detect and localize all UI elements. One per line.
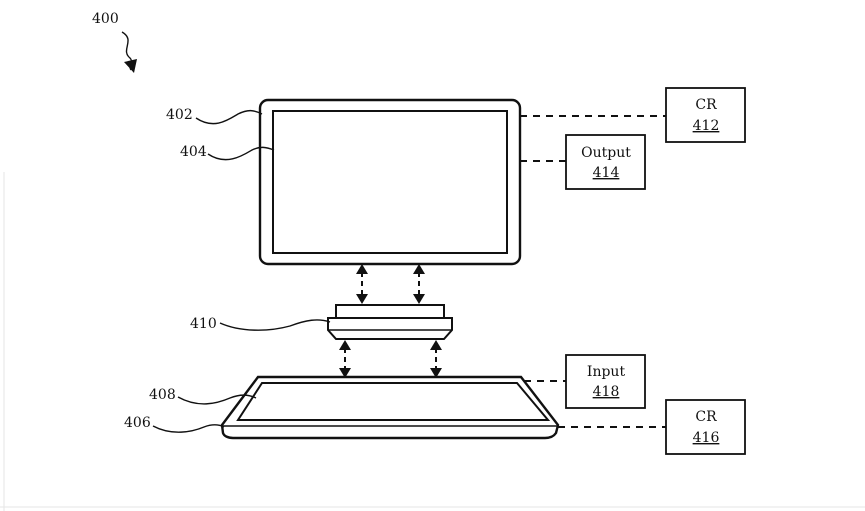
arrow-connector-base-right [430,340,442,378]
leader-404 [207,146,275,161]
box-cr-416-ref: 416 [693,430,720,446]
label-402: 402 [166,107,193,123]
arrow-connector-base-left [339,340,351,378]
box-cr-416-title: CR [695,409,717,425]
label-406: 406 [124,415,151,431]
box-output-414-title: Output [581,145,631,161]
connector-device [327,304,453,340]
box-cr-412 [665,87,746,143]
box-input-418-ref: 418 [593,384,620,400]
box-input-418 [565,354,646,409]
box-output-414-ref: 414 [593,165,620,181]
monitor-screen [272,110,508,254]
arrow-monitor-connector-left [356,264,368,304]
box-input-418-title: Input [587,364,626,380]
box-cr-412-ref: 412 [693,118,720,134]
leader-410 [219,319,331,331]
arrow-monitor-connector-right [413,264,425,304]
box-cr-416 [665,399,746,455]
figure-number-arrowhead [124,59,137,73]
label-408: 408 [149,387,176,403]
leader-406 [152,424,225,433]
leader-408 [177,394,257,405]
label-410: 410 [190,316,217,332]
base-device [220,375,560,440]
leader-402 [195,109,263,125]
figure-number-label: 400 [92,11,119,27]
box-output-414 [565,134,646,190]
box-cr-412-title: CR [695,97,717,113]
label-404: 404 [180,144,207,160]
